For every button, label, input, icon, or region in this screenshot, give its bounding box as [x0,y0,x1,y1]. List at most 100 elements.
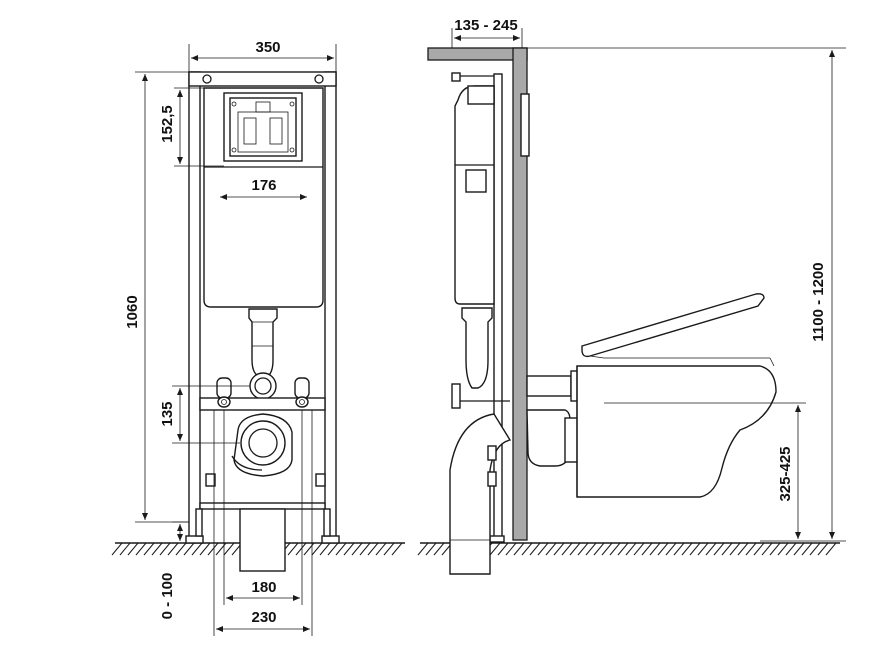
side-drain-elbow [449,413,512,575]
side-cistern [454,85,530,389]
ground-hatch-stroke [689,542,701,556]
ground-hatch-stroke [673,542,685,556]
ground-hatch-stroke [769,542,781,556]
ground-hatch-stroke [287,542,299,556]
side-dimension-lines [451,28,846,542]
ground-hatch-stroke [601,542,613,556]
ground-hatch-stroke [665,542,677,556]
ground-hatch-stroke [391,542,403,556]
ground-hatch-stroke [295,542,307,556]
ground-hatch-stroke [737,542,749,556]
dim-outlet-spacing-outer: 230 [251,609,276,626]
ground-hatch-stroke [545,542,557,556]
dim-frame-height: 1060 [124,295,141,328]
ground-hatch-stroke [633,542,645,556]
ground-hatch-stroke [375,542,387,556]
dim-bowl-height: 325-425 [777,446,794,501]
side-frame [451,72,510,543]
dim-install-height: 1100 - 1200 [810,262,827,341]
ground-hatch-stroke [383,542,395,556]
ground-hatch-stroke [745,542,757,556]
dim-inlet-height: 135 [159,401,176,426]
ground-hatch-stroke [817,542,829,556]
ground-hatch-stroke [175,542,187,556]
ground-hatch-stroke [649,542,661,556]
ground-hatch-stroke [529,542,541,556]
ground-hatch-stroke [135,542,147,556]
crossbar [199,377,326,487]
ground-hatch-stroke [713,542,725,556]
dim-cistern-width: 176 [251,177,276,194]
ground-hatch-stroke [143,542,155,556]
front-view: 350 176 152,5 1060 135 0 - 100 180 230 [111,39,405,636]
drain-outlet [231,413,293,572]
ground-hatch-stroke [625,542,637,556]
flush-pipe [248,308,278,400]
ground-hatch-stroke [825,542,837,556]
frame [185,71,340,544]
ground-hatch-stroke [215,542,227,556]
ground-hatch-stroke [705,542,717,556]
ground-hatch-stroke [513,542,525,556]
ground-hatch-stroke [311,542,323,556]
ground-hatch-stroke [505,542,517,556]
ground-hatch-stroke [617,542,629,556]
ground-hatch-stroke [111,542,123,556]
ground-hatch-stroke [777,542,789,556]
ground-hatch-stroke [521,542,533,556]
ground-hatch-stroke [537,542,549,556]
ground-hatch-stroke [351,542,363,556]
side-view: 135 - 245 1100 - 1200 325-425 [417,17,846,575]
ground-hatch-stroke [593,542,605,556]
ground-hatch-stroke [753,542,765,556]
ground-hatch-stroke [561,542,573,556]
ground-hatch-stroke [167,542,179,556]
ground-hatch-stroke [319,542,331,556]
dim-wall-depth: 135 - 245 [454,17,517,34]
ground-hatch-stroke [569,542,581,556]
ground-hatch-stroke [327,542,339,556]
ground-hatch-stroke [183,542,195,556]
ground-hatch-stroke [729,542,741,556]
ground-hatch-stroke [809,542,821,556]
ground-hatch-stroke [585,542,597,556]
toilet-bowl [576,293,777,498]
ground-hatch-stroke [433,542,445,556]
ground-hatch-stroke [207,542,219,556]
ground-hatch-stroke [577,542,589,556]
ground-hatch-stroke [489,542,501,556]
ground-hatch-stroke [657,542,669,556]
ground-hatch-stroke [793,542,805,556]
ground-hatch-stroke [553,542,565,556]
dim-flush-plate-height: 152,5 [159,105,176,143]
ground-hatch-stroke [199,542,211,556]
ground-hatch-stroke [761,542,773,556]
ground-hatch-stroke [785,542,797,556]
ground-hatch-stroke [425,542,437,556]
ground-hatch-stroke [223,542,235,556]
ground-hatch-stroke [335,542,347,556]
ground-hatch-stroke [497,542,509,556]
ground-hatch-stroke [159,542,171,556]
dim-outlet-spacing-inner: 180 [251,579,276,596]
ground-hatch-stroke [801,542,813,556]
ground-hatch-stroke [681,542,693,556]
ground-hatch-stroke [151,542,163,556]
dim-frame-width: 350 [255,39,280,56]
ground-hatch-stroke [303,542,315,556]
ground-hatch-stroke [119,542,131,556]
front-dimension-lines [135,44,337,636]
ground-hatch-stroke [697,542,709,556]
cistern [203,87,324,308]
ground-hatch-stroke [127,542,139,556]
ground-hatch-stroke [367,542,379,556]
ground-hatch-stroke [191,542,203,556]
ground-hatch-stroke [641,542,653,556]
ground-hatch-stroke [417,542,429,556]
wall [427,47,528,541]
ground-hatch-stroke [343,542,355,556]
ground-hatch-stroke [359,542,371,556]
dim-foot-adjust: 0 - 100 [159,573,176,620]
ground-hatch-stroke [609,542,621,556]
